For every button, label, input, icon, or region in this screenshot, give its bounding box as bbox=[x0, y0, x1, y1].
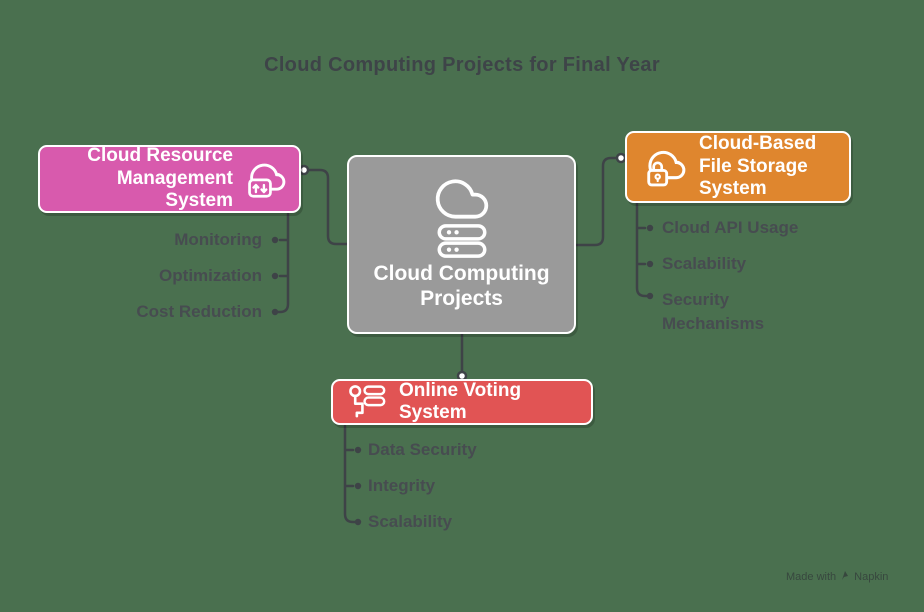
node-cloud-computing-projects[interactable]: Cloud Computing Projects bbox=[347, 155, 576, 334]
cloud-lock-icon bbox=[641, 146, 687, 188]
voting-flow-icon bbox=[347, 384, 387, 420]
cloud-transfer-icon bbox=[243, 159, 287, 199]
napkin-logo-icon bbox=[840, 570, 850, 584]
branch-resource-label: Cloud Resource Management System bbox=[87, 145, 233, 212]
connector-dot-resource bbox=[298, 164, 310, 176]
branch-voting-label: Online Voting System bbox=[399, 379, 522, 423]
servers-icon bbox=[436, 222, 488, 260]
diagram-title: Cloud Computing Projects for Final Year bbox=[264, 54, 660, 76]
sublist-voting: Data Security Integrity Scalability bbox=[368, 432, 588, 540]
node-online-voting-system[interactable]: Online Voting System bbox=[331, 379, 593, 425]
list-item: Integrity bbox=[368, 476, 436, 495]
cloud-icon bbox=[435, 178, 489, 220]
list-item: Monitoring bbox=[174, 230, 262, 249]
napkin-credit-link[interactable]: Made with Napkin bbox=[786, 570, 888, 584]
list-item: Cost Reduction bbox=[136, 302, 262, 321]
connector-storage bbox=[574, 156, 619, 247]
list-item: Scalability bbox=[662, 254, 747, 273]
connector-resource bbox=[306, 168, 349, 246]
node-cloud-file-storage[interactable]: Cloud-Based File Storage System bbox=[625, 131, 851, 203]
credit-brand: Napkin bbox=[854, 571, 889, 583]
spine-resource bbox=[276, 212, 290, 314]
sublist-resource: Monitoring Optimization Cost Reduction bbox=[40, 222, 262, 330]
list-item: Cloud API Usage bbox=[662, 218, 799, 237]
list-item: Data Security bbox=[368, 440, 477, 459]
branch-storage-label: Cloud-Based File Storage System bbox=[699, 133, 817, 200]
center-node-label: Cloud Computing Projects bbox=[373, 261, 550, 310]
sublist-storage: Cloud API Usage Scalability Security Mec… bbox=[662, 210, 832, 336]
node-cloud-resource-management[interactable]: Cloud Resource Management System bbox=[38, 145, 301, 213]
credit-prefix: Made with bbox=[786, 571, 837, 583]
spine-voting bbox=[343, 424, 357, 524]
list-item: Optimization bbox=[159, 266, 262, 285]
spine-storage bbox=[635, 201, 649, 298]
connector-dot-storage bbox=[615, 152, 627, 164]
list-item: Scalability bbox=[368, 512, 453, 531]
list-item: Security Mechanisms bbox=[662, 290, 765, 333]
